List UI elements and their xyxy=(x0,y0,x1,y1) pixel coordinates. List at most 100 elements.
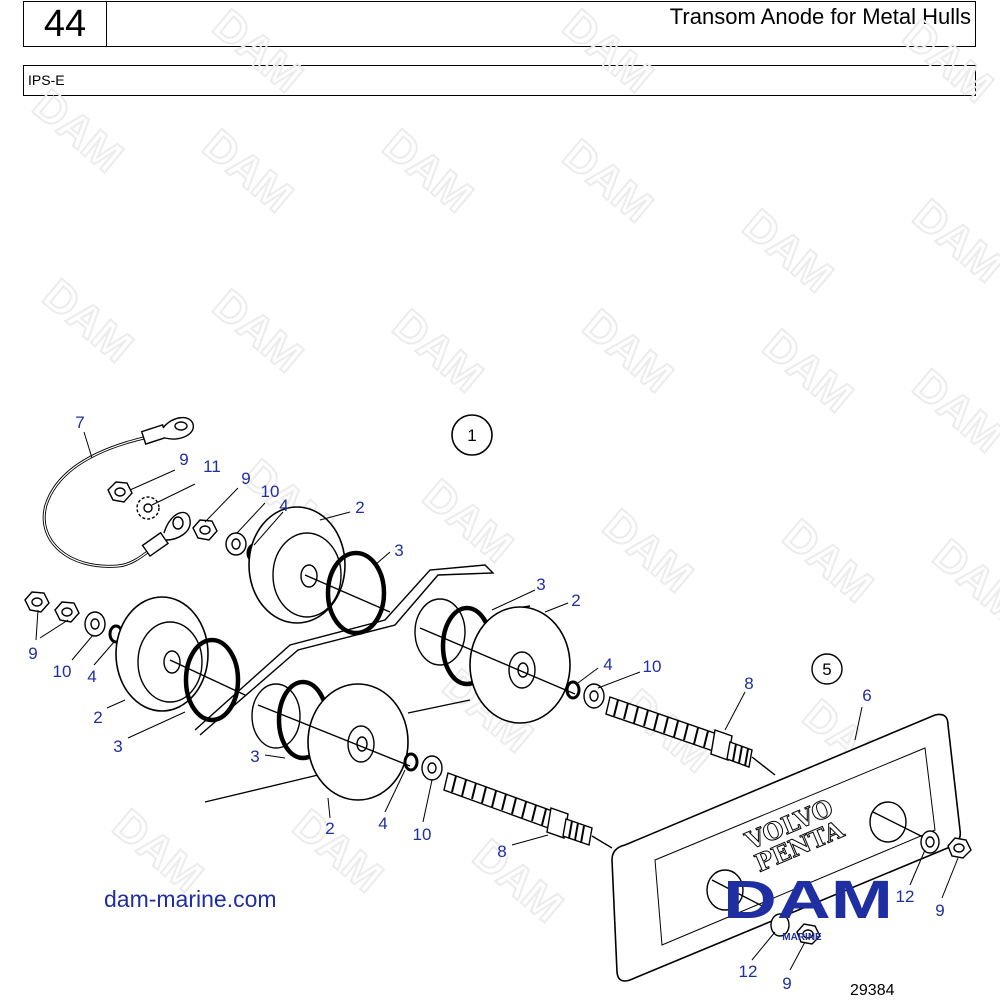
lock-washer-hole xyxy=(143,503,153,513)
nut xyxy=(192,519,218,541)
callout: 8 xyxy=(744,674,753,693)
nut-hole xyxy=(61,607,73,617)
hull-outline xyxy=(194,564,495,736)
watermark: DAM xyxy=(734,200,842,302)
callout: 10 xyxy=(53,662,72,681)
callout: 9 xyxy=(782,974,791,993)
washer xyxy=(421,755,443,781)
washer xyxy=(84,611,106,637)
stud-lower xyxy=(443,772,613,849)
washer-hole xyxy=(427,762,437,774)
figure-id: 29384 xyxy=(850,982,895,999)
watermark: DAM xyxy=(194,120,302,222)
callout: 4 xyxy=(87,667,96,686)
bushing-hole xyxy=(163,650,181,674)
axis-line xyxy=(257,704,411,767)
bushing-boss xyxy=(508,651,536,689)
bushing-inner xyxy=(137,621,203,703)
callout: 2 xyxy=(93,708,102,727)
callout: 7 xyxy=(75,413,84,432)
nut xyxy=(24,591,50,613)
leader-lines xyxy=(35,431,959,971)
washer-hole xyxy=(231,538,241,550)
o-ring xyxy=(565,680,581,700)
callout: 6 xyxy=(862,686,871,705)
watermark: DAM xyxy=(24,80,132,182)
part-callouts: 7 9 11 9 10 4 2 3 3 2 9 10 4 2 3 4 10 8 … xyxy=(28,413,944,993)
washer xyxy=(770,913,790,937)
earth-cable xyxy=(42,417,194,568)
circle-label-5: 5 xyxy=(822,660,831,679)
watermark: DAM xyxy=(574,300,682,402)
nut-hole xyxy=(31,597,43,607)
model-box: IPS-E xyxy=(23,65,976,96)
watermark: DAM xyxy=(464,830,572,932)
watermark: DAM xyxy=(204,0,312,102)
hull-hole xyxy=(251,683,301,749)
watermark: DAM xyxy=(374,120,482,222)
model-label: IPS-E xyxy=(28,72,65,88)
callout: 10 xyxy=(413,825,432,844)
watermark: DAM xyxy=(204,280,312,382)
callout: 9 xyxy=(179,450,188,469)
hull-line xyxy=(407,699,471,714)
callout: 2 xyxy=(325,819,334,838)
dam-marine-logo: DAM MARINE xyxy=(723,870,893,943)
callout: 3 xyxy=(394,541,403,560)
nut-hole xyxy=(953,843,965,853)
callout: 12 xyxy=(739,962,758,981)
callout: 9 xyxy=(935,901,944,920)
watermark: DAM xyxy=(554,130,662,232)
watermark: DAM xyxy=(384,300,492,402)
washer-hole xyxy=(90,618,100,630)
circle-marker xyxy=(451,414,493,456)
washer xyxy=(225,532,247,556)
callout: 11 xyxy=(203,457,221,476)
watermark: DAM xyxy=(904,190,1000,292)
axis-line xyxy=(419,627,576,695)
watermark: DAM xyxy=(904,360,1000,462)
anode-hole xyxy=(706,869,744,911)
callout: 9 xyxy=(28,644,37,663)
watermark: DAM xyxy=(754,320,862,422)
callout: 4 xyxy=(279,496,288,515)
nut-hole xyxy=(802,929,814,939)
watermark: DAM xyxy=(34,270,142,372)
page-title: Transom Anode for Metal Hulls xyxy=(669,4,971,29)
watermark: DAM xyxy=(924,530,1000,632)
washer-hole xyxy=(925,836,935,848)
watermark: DAM xyxy=(554,0,662,102)
callout: 10 xyxy=(261,482,280,501)
nut xyxy=(796,923,821,945)
nut xyxy=(107,481,133,503)
callout: 9 xyxy=(241,469,250,488)
washer xyxy=(920,830,940,854)
logo-sub: MARINE xyxy=(782,932,822,943)
line-art xyxy=(24,417,972,982)
watermark: DAM xyxy=(594,500,702,602)
anode-hole xyxy=(869,801,907,843)
callout: 3 xyxy=(113,737,122,756)
nut-hole xyxy=(199,525,211,535)
seal-ring xyxy=(183,637,241,723)
watermark: DAM xyxy=(414,470,522,572)
washer-hole xyxy=(589,690,599,702)
callout: 10 xyxy=(643,657,662,676)
callout: 3 xyxy=(536,575,545,594)
stud-upper xyxy=(605,696,776,776)
callout: 4 xyxy=(603,655,612,674)
circle-marker xyxy=(811,653,843,685)
watermark: DAM xyxy=(774,510,882,612)
hull-line xyxy=(204,774,319,803)
washer xyxy=(583,683,605,709)
watermark: DAM xyxy=(284,800,392,902)
circled-labels: 1 5 xyxy=(451,414,843,685)
o-ring xyxy=(403,752,419,772)
nut xyxy=(54,601,80,623)
callout: 3 xyxy=(250,747,259,766)
lock-washer xyxy=(136,496,160,520)
nut-hole xyxy=(114,487,126,497)
bushing-inner xyxy=(272,532,342,618)
website-url[interactable]: dam-marine.com xyxy=(104,886,277,912)
